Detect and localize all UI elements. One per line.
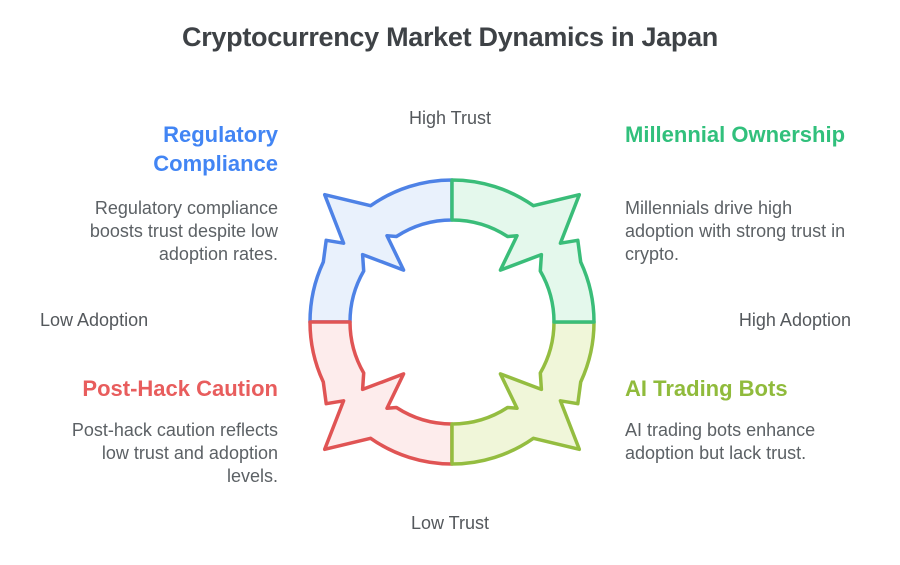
quadrant-heading-post-hack-caution: Post-Hack Caution — [82, 376, 278, 401]
quadrant-heading-regulatory-compliance: Regulatory Compliance — [153, 122, 278, 176]
ring-segment-ai-trading-bots — [450, 320, 596, 466]
ring-segment-millennial-ownership — [450, 178, 596, 324]
axis-label-high-adoption: High Adoption — [738, 310, 851, 330]
quadrant-heading-ai-trading-bots: AI Trading Bots — [625, 376, 788, 401]
quadrant-description-post-hack-caution: Post-hack caution reflects low trust and… — [71, 420, 278, 486]
page-title: Cryptocurrency Market Dynamics in Japan — [182, 22, 718, 52]
quadrant-description-millennial-ownership: Millennials drive high adoption with str… — [625, 198, 846, 264]
quadrant-description-ai-trading-bots: AI trading bots enhance adoption but lac… — [625, 420, 816, 463]
axis-label-high-trust: High Trust — [408, 108, 492, 128]
axis-label-low-adoption: Low Adoption — [40, 310, 149, 330]
quadrant-description-regulatory-compliance: Regulatory compliance boosts trust despi… — [89, 198, 278, 264]
quadrant-heading-millennial-ownership: Millennial Ownership — [625, 122, 846, 147]
axis-label-low-trust: Low Trust — [410, 513, 490, 533]
ring-segment-post-hack-caution — [308, 320, 454, 466]
ring-segment-regulatory-compliance — [308, 178, 454, 324]
